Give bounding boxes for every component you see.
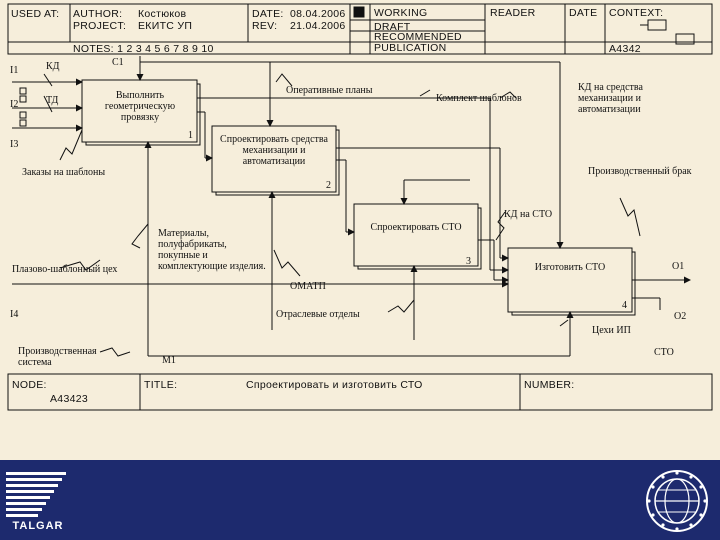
label-kd: КД [46, 61, 60, 72]
date-value: 08.04.2006 [290, 8, 346, 20]
label-sto: СТО [654, 347, 674, 358]
box-3-label: Спроектировать СТО [370, 222, 462, 233]
node-value: A43423 [50, 393, 89, 405]
label-operative-plans: Оперативные планы [286, 85, 373, 96]
box-1-label: Выполнить геометрическую провязку [104, 90, 176, 123]
company-name: TALGAR [12, 520, 64, 532]
project-label: PROJECT: [73, 20, 127, 32]
used-at-label: USED AT: [11, 8, 60, 20]
talgar-logo-icon [6, 472, 66, 517]
label-branch-depts: Отраслевые отделы [276, 309, 360, 320]
context-node: A4342 [609, 43, 641, 55]
label-shops: Цехи ИП [592, 325, 631, 336]
notes-label: NOTES: 1 2 3 4 5 6 7 8 9 10 [73, 43, 214, 55]
rev-label: REV: [252, 20, 278, 32]
label-i3: I3 [10, 139, 19, 150]
label-kd-sto: КД на СТО [504, 209, 553, 220]
reader-label: READER [490, 7, 536, 19]
label-production-system: Производственная система [18, 346, 97, 368]
label-materials: Материалы, полуфабрикаты, покупные и ком… [158, 228, 266, 272]
author-label: AUTHOR: [73, 8, 123, 20]
status-recommended: RECOMMENDED [374, 31, 462, 43]
label-i2: I2 [10, 99, 19, 110]
idef0-diagram: USED AT: AUTHOR: Костюков PROJECT: ЕКИТС… [7, 3, 713, 411]
box-2-label: Спроектировать средства механизации и ав… [220, 134, 328, 167]
label-o2: O2 [674, 311, 687, 322]
box-4-number: 4 [622, 300, 627, 311]
status-draft: DRAFT [374, 21, 411, 33]
label-td: ТД [46, 95, 59, 106]
number-label: NUMBER: [524, 379, 575, 391]
box-3-number: 3 [466, 256, 471, 267]
label-kd-mech: КД на средства механизации и автоматизац… [578, 82, 643, 115]
author-value: Костюков [138, 8, 187, 20]
globe-emblem-icon [646, 470, 708, 532]
label-i1: I1 [10, 65, 19, 76]
box-2-number: 2 [326, 180, 331, 191]
label-plaz-shop: Плазово-шаблонный цех [12, 264, 118, 275]
box-1-number: 1 [188, 130, 193, 141]
label-omatp: ОМАТП [290, 281, 326, 292]
diagram-lines [7, 3, 713, 411]
title-label: TITLE: [144, 379, 178, 391]
status-working: WORKING [374, 7, 428, 19]
label-template-set: Комплект шаблонов [436, 93, 522, 104]
box-4-label: Изготовить СТО [534, 262, 606, 273]
label-defect: Производственный брак [588, 166, 692, 177]
context-label: CONTEXT: [609, 7, 664, 19]
node-label: NODE: [12, 379, 47, 391]
date2-label: DATE [569, 7, 598, 19]
label-template-orders: Заказы на шаблоны [22, 167, 106, 178]
label-o1: O1 [672, 261, 685, 272]
label-m1: M1 [162, 355, 176, 366]
label-i4: I4 [10, 309, 19, 320]
footer-bar [0, 460, 720, 540]
rev-value: 21.04.2006 [290, 20, 346, 32]
label-c1: C1 [112, 57, 124, 68]
date-label: DATE: [252, 8, 284, 20]
title-value: Спроектировать и изготовить СТО [246, 379, 423, 391]
project-value: ЕКИТС УП [138, 20, 193, 32]
status-publication: PUBLICATION [374, 42, 447, 54]
